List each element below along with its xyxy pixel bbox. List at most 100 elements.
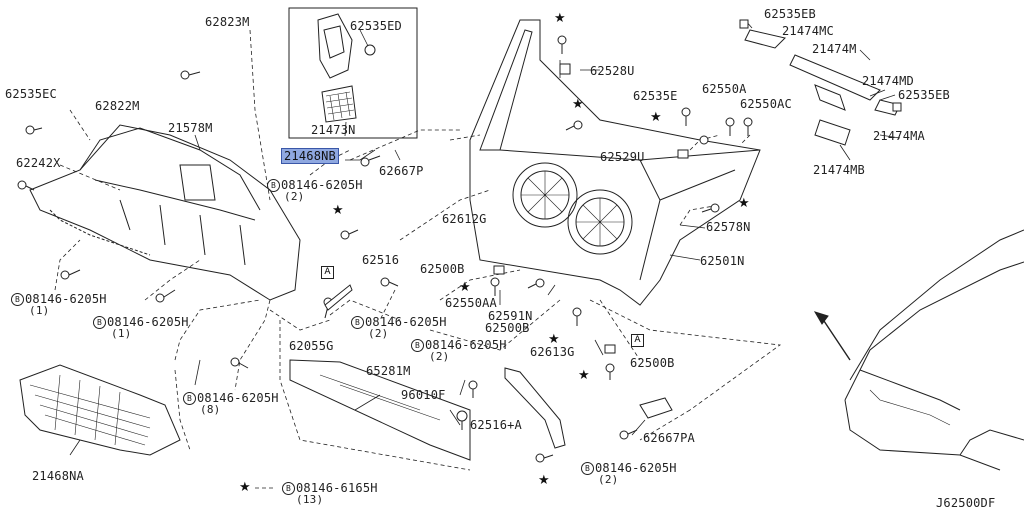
part-label[interactable]: 21474M — [812, 42, 857, 56]
part-label[interactable]: 62667PA — [643, 431, 695, 445]
part-label[interactable]: 21474MA — [873, 129, 925, 143]
bolt-icon — [619, 429, 638, 440]
part-label-highlighted[interactable]: 21468NB — [281, 148, 339, 164]
bolt-quantity: (2) — [429, 350, 450, 363]
bolt-icon — [380, 277, 399, 287]
part-label[interactable]: 62822M — [95, 99, 140, 113]
part-label[interactable]: 21468NA — [32, 469, 84, 483]
bolt-icon — [340, 229, 359, 240]
part-label[interactable]: 21474MB — [813, 163, 865, 177]
part-label[interactable]: 62550A — [702, 82, 747, 96]
star-icon: ★ — [578, 368, 590, 383]
clip-icon — [604, 344, 616, 354]
star-icon: ★ — [738, 196, 750, 211]
bolt-icon — [60, 269, 81, 280]
bolt-icon — [743, 117, 753, 136]
part-label[interactable]: 62500B — [630, 356, 675, 370]
part-label[interactable]: 62528U — [590, 64, 635, 78]
part-label[interactable]: 62550AC — [740, 97, 792, 111]
bolt-icon — [17, 180, 35, 191]
star-icon: ★ — [572, 97, 584, 112]
part-label[interactable]: 62500B — [485, 321, 530, 335]
clip-icon — [677, 149, 689, 159]
section-marker-a: A — [321, 266, 334, 279]
clip-icon — [493, 265, 505, 275]
clip-icon — [892, 102, 902, 112]
bolt-icon — [230, 357, 249, 369]
part-label[interactable]: 62550AA — [445, 296, 497, 310]
bolt-icon — [180, 70, 201, 80]
bolt-icon — [360, 155, 381, 167]
part-label[interactable]: 62529U — [600, 150, 645, 164]
part-label[interactable]: 62613G — [530, 345, 575, 359]
part-label[interactable]: 21474MC — [782, 24, 834, 38]
star-icon: ★ — [538, 473, 550, 488]
part-label[interactable]: 62535EB — [898, 88, 950, 102]
bolt-icon — [468, 380, 478, 398]
clip-icon — [559, 63, 571, 75]
circle-b-icon: B — [11, 293, 24, 306]
bolt-icon — [572, 307, 582, 326]
part-label[interactable]: 62667P — [379, 164, 424, 178]
circle-b-icon: B — [183, 392, 196, 405]
circle-b-icon: B — [411, 339, 424, 352]
part-label[interactable]: 21474MD — [862, 74, 914, 88]
star-icon: ★ — [459, 280, 471, 295]
bolt-icon — [701, 203, 720, 213]
bolt-icon — [681, 107, 691, 126]
part-label[interactable]: 21578M — [168, 121, 213, 135]
bolt-quantity: (1) — [29, 304, 50, 317]
part-label[interactable]: 62612G — [442, 212, 487, 226]
circle-b-icon: B — [93, 316, 106, 329]
bolt-icon — [557, 35, 567, 54]
part-label[interactable]: 62591N — [488, 309, 533, 323]
bolt-quantity: (13) — [296, 493, 324, 506]
clip-icon — [364, 44, 376, 56]
bolt-quantity: (2) — [368, 327, 389, 340]
bolt-icon — [725, 117, 735, 136]
part-label[interactable]: 62578N — [706, 220, 751, 234]
part-label[interactable]: 65281M — [366, 364, 411, 378]
clip-icon — [324, 284, 353, 311]
bolt-quantity: (8) — [200, 403, 221, 416]
part-label[interactable]: 21473N — [311, 123, 356, 137]
part-label[interactable]: 62516 — [362, 253, 400, 267]
circle-b-icon: B — [581, 462, 594, 475]
part-label[interactable]: 62516+A — [470, 418, 522, 432]
part-label[interactable]: 62501N — [700, 254, 745, 268]
part-label[interactable]: 62535EC — [5, 87, 57, 101]
bolt-quantity: (2) — [284, 190, 305, 203]
part-label[interactable]: 62535ED — [350, 19, 402, 33]
clip-icon — [739, 19, 749, 29]
part-label[interactable]: 62055G — [289, 339, 334, 353]
bolt-icon — [25, 125, 43, 135]
circle-b-icon: B — [282, 482, 295, 495]
part-label[interactable]: 62242X — [16, 156, 61, 170]
clip-icon — [456, 410, 468, 430]
star-icon: ★ — [548, 332, 560, 347]
star-icon: ★ — [650, 110, 662, 125]
bolt-icon — [155, 289, 176, 303]
section-marker-a: A — [631, 334, 644, 347]
part-label[interactable]: 62500B — [420, 262, 465, 276]
inset-box — [288, 7, 418, 139]
part-label[interactable]: 96010F — [401, 388, 446, 402]
diagram-reference-code: J62500DF — [936, 496, 996, 510]
part-label[interactable]: 62535EB — [764, 7, 816, 21]
clip-icon — [699, 135, 709, 145]
bolt-icon — [605, 363, 615, 380]
part-label[interactable]: 62535E — [633, 89, 678, 103]
bolt-icon — [527, 278, 545, 289]
bolt-quantity: (1) — [111, 327, 132, 340]
part-label[interactable]: 62823M — [205, 15, 250, 29]
star-icon: ★ — [239, 480, 251, 495]
